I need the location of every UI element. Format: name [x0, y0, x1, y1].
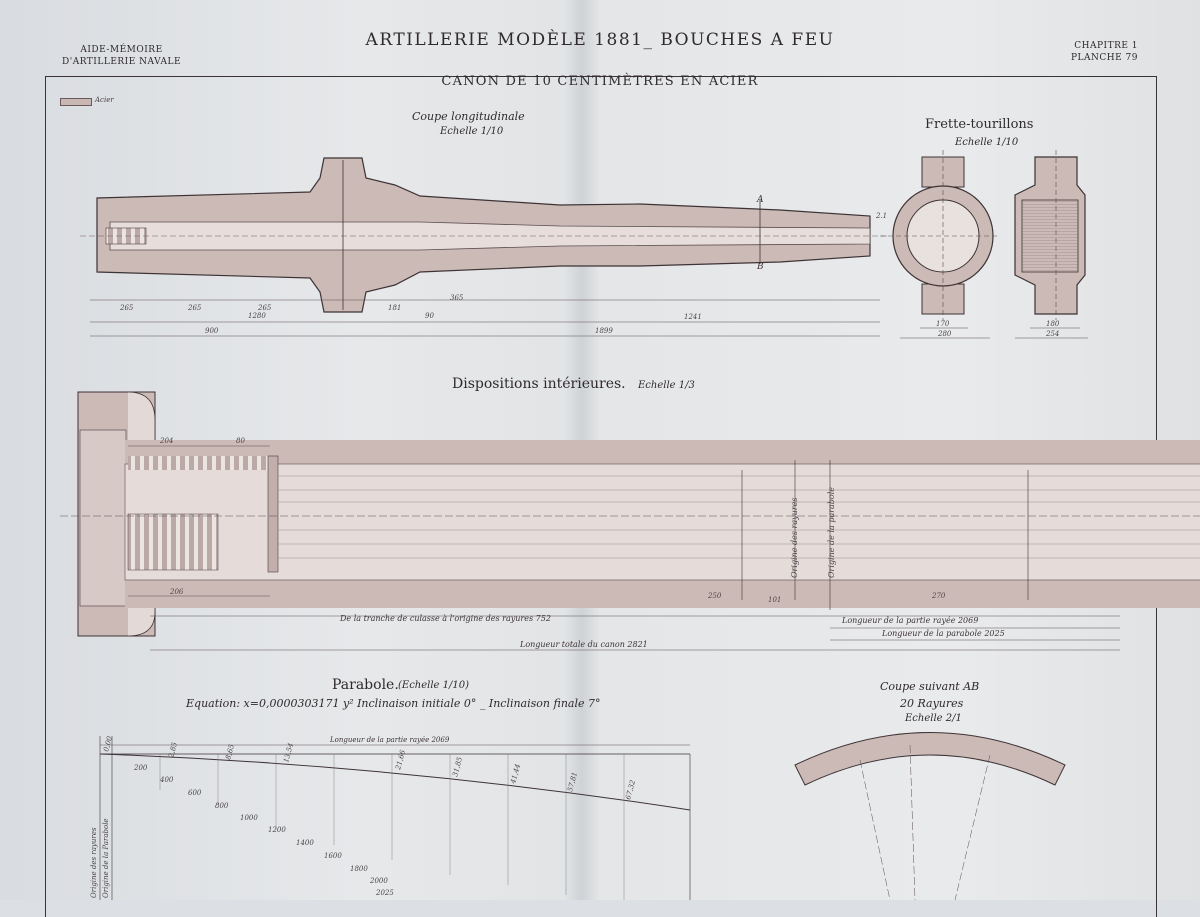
page-title: ARTILLERIE MODÈLE 1881_ BOUCHES A FEU	[365, 30, 835, 50]
parab-x-1: 400	[159, 776, 174, 784]
interior-dispositions	[60, 391, 1200, 651]
long-dim-7: 365	[450, 294, 464, 302]
header-left-line2: D'ARTILLERIE NAVALE	[62, 57, 182, 67]
parabole-title: Parabole.	[332, 677, 399, 693]
parab-x-9: 2000	[369, 877, 388, 885]
parab-y-4: 21,66	[394, 749, 407, 772]
parab-x-2: 600	[188, 789, 202, 797]
plate-subtitle: CANON DE 10 CENTIMÈTRES EN ACIER	[441, 74, 759, 89]
longitudinal-scale: Echelle 1/10	[440, 126, 504, 137]
frette-side-view	[1014, 150, 1086, 320]
disp-note-4: Longueur totale du canon 2821	[519, 640, 648, 649]
parab-x-3: 800	[215, 802, 229, 810]
parab-x-7: 1600	[324, 852, 342, 860]
acier-legend-label: Acier	[95, 96, 114, 104]
long-dim-10: 1241	[684, 313, 702, 321]
disp-note-1: De la tranche de culasse à l'origine des…	[339, 614, 551, 623]
parab-y-7: 57,81	[566, 771, 579, 792]
bore-interior	[124, 463, 1200, 581]
longitudinal-title: Coupe longitudinale	[412, 110, 525, 123]
thread-block	[127, 513, 219, 571]
header-right: CHAPITRE 1 PLANCHE 79	[1071, 40, 1138, 64]
thread-top	[128, 456, 268, 470]
long-dim-11: 2.1	[875, 212, 887, 220]
header-left-line1: AIDE-MÉMOIRE	[80, 45, 163, 55]
parab-y-3: 13,54	[282, 742, 295, 763]
marker-a: A	[756, 195, 764, 205]
parab-x-6: 1400	[296, 839, 314, 847]
parab-vlabel-parabola: Origine de la Parabole	[102, 818, 110, 898]
disp-dim-4: 250	[707, 592, 722, 600]
parab-x-0: 200	[133, 764, 148, 772]
parab-x-8: 1800	[350, 865, 368, 873]
long-dim-1: 265	[119, 304, 134, 312]
frette-dim-2: 280	[937, 330, 952, 338]
frette-dim-1: 170	[936, 320, 950, 328]
disp-dim-1: 204	[159, 437, 173, 445]
ab-section-title: Coupe suivant AB	[880, 680, 980, 693]
disp-dim-3: 206	[169, 588, 184, 596]
frette-dim-3: 180	[1046, 320, 1060, 328]
long-dim-5: 181	[388, 304, 401, 312]
parab-y-0: 0,00	[102, 735, 114, 753]
tube-wall-bottom	[125, 580, 1200, 608]
parabole-scale: (Echelle 1/10)	[398, 680, 470, 691]
header-plate: PLANCHE 79	[1070, 53, 1138, 63]
long-dim-9: 1899	[595, 327, 613, 335]
parab-x-4: 1000	[240, 814, 258, 822]
ab-scale: Echelle 2/1	[905, 713, 962, 724]
disp-note-3: Longueur de la parabole 2025	[881, 629, 1005, 638]
dispositions-title: Dispositions intérieures.	[452, 376, 626, 392]
tube-wall-top	[125, 440, 1200, 464]
disp-vlabel-rifling: Origine des rayures	[790, 498, 799, 578]
dispositions-scale: Echelle 1/3	[638, 380, 695, 391]
parabola-top-label: Longueur de la partie rayée 2069	[329, 736, 450, 744]
parabole-equation: Equation: x=0,0000303171 y² Inclinaison …	[186, 697, 601, 710]
header-chapter: CHAPITRE 1	[1074, 41, 1138, 51]
parab-x-5: 1200	[268, 826, 286, 834]
parab-y-8: 67,32	[624, 779, 637, 801]
frette-front-view	[880, 150, 1000, 320]
frette-title: Frette-tourillons	[925, 117, 1034, 132]
frette-dim-4: 254	[1045, 330, 1059, 338]
disp-dim-6: 270	[931, 592, 946, 600]
header-left: AIDE-MÉMOIRE D'ARTILLERIE NAVALE	[62, 44, 181, 68]
frette-scale: Echelle 1/10	[955, 137, 1019, 148]
disp-vlabel-parabola: Origine de la parabole	[827, 487, 836, 578]
parab-y-1: 2,85	[167, 741, 179, 760]
parab-y-2: 8,65	[224, 743, 236, 761]
long-dim-8: 900	[205, 327, 219, 335]
parabola-diagram	[99, 736, 691, 900]
long-dim-2: 265	[187, 304, 202, 312]
ab-section-arc	[794, 732, 1066, 900]
parab-x-10: 2025	[375, 889, 394, 897]
acier-legend-swatch	[60, 98, 92, 106]
long-dim-3: 1280	[248, 312, 266, 320]
disp-dim-5: 101	[768, 596, 781, 604]
parab-vlabel-rifling: Origine des rayures	[90, 827, 98, 898]
longitudinal-section	[80, 157, 890, 337]
marker-b: B	[756, 262, 764, 272]
long-dim-4: 265	[257, 304, 272, 312]
disp-dim-2: 80	[236, 437, 245, 445]
disp-note-2: Longueur de la partie rayée 2069	[841, 616, 978, 625]
long-dim-6: 90	[425, 312, 434, 320]
parab-y-6: 41,44	[509, 763, 522, 785]
ab-rifling-count: 20 Rayures	[900, 697, 964, 710]
parab-y-5: 31,85	[451, 756, 464, 778]
